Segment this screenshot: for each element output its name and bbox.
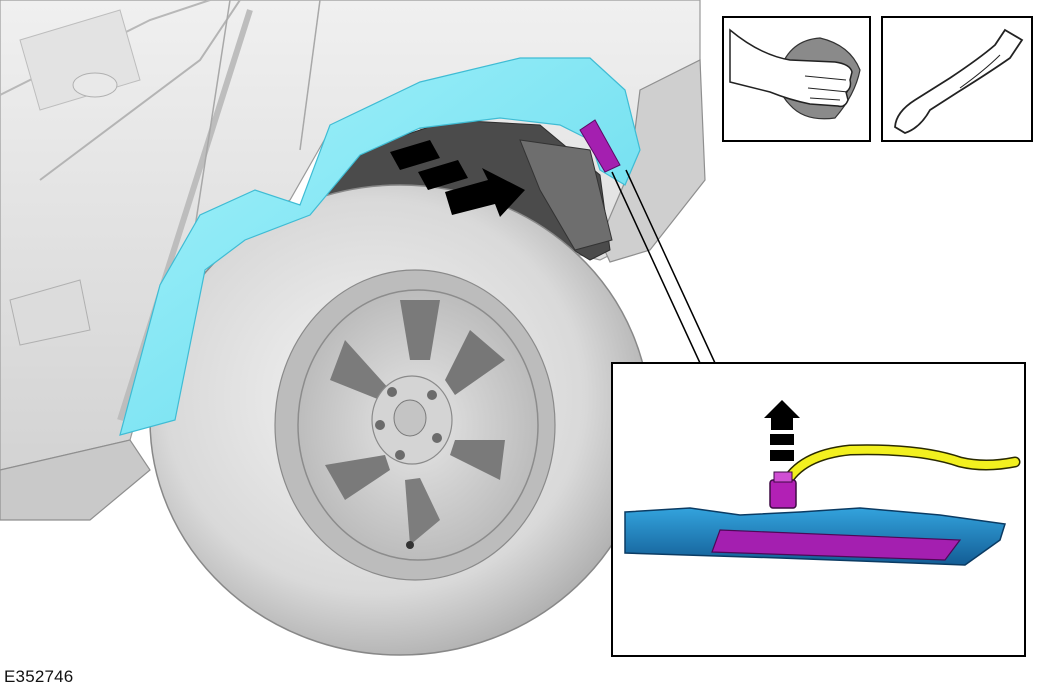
side-marker-lamp [579, 119, 621, 173]
removal-direction-arrow [390, 140, 525, 217]
hand-wiping-cloth-icon [729, 28, 861, 120]
lamp-detail-callout [611, 362, 1026, 657]
cleaning-cloth-callout [722, 16, 871, 142]
detail-leader-lines [611, 169, 716, 364]
trim-panel-removal-tool-icon [894, 28, 1024, 134]
figure-reference-code: E352746 [4, 667, 74, 686]
wheel-arch-moulding [119, 57, 641, 436]
trim-tool-callout [881, 16, 1033, 142]
electrical-connector [769, 471, 797, 509]
disconnect-direction-arrow [764, 400, 800, 461]
wheel-rim [297, 289, 539, 561]
side-marker-lens [711, 529, 962, 561]
